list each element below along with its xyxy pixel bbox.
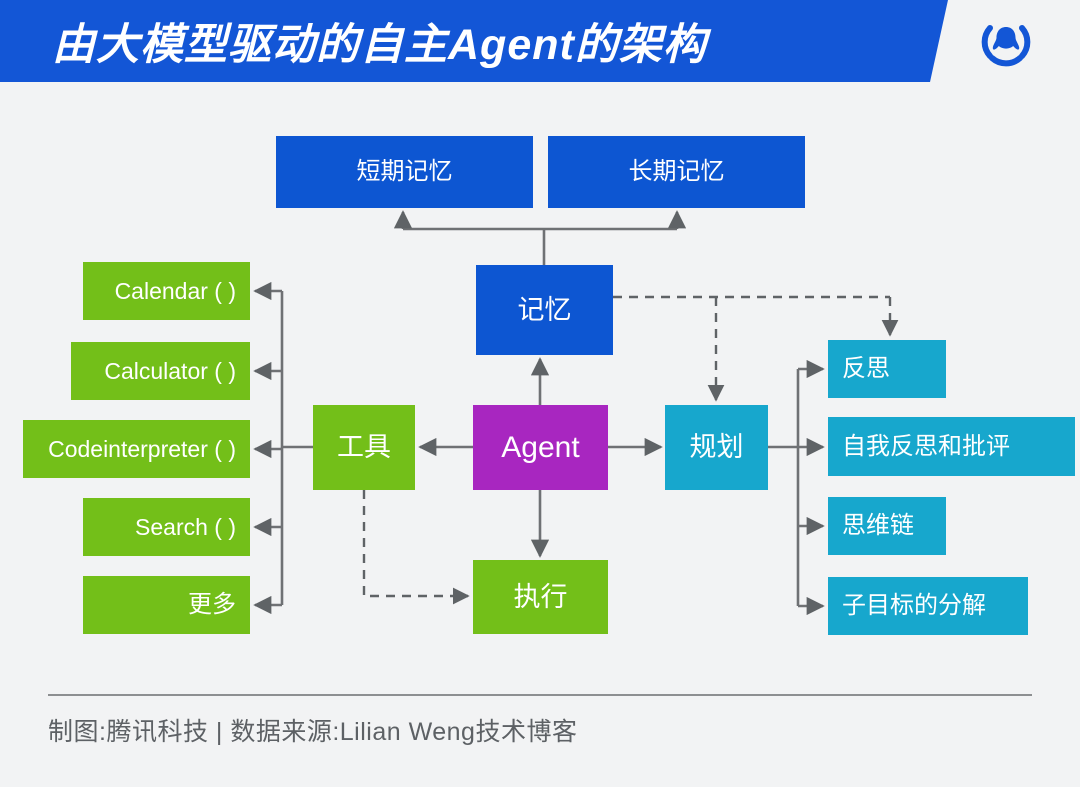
node-long-term-memory[interactable]: 长期记忆 [548, 136, 805, 208]
node-action[interactable]: 执行 [473, 560, 608, 634]
node-short-term-memory[interactable]: 短期记忆 [276, 136, 533, 208]
node-label: 长期记忆 [628, 158, 725, 185]
node-chain-of-thought[interactable]: 思维链 [828, 497, 946, 555]
node-label: Agent [501, 430, 580, 464]
node-label: 规划 [689, 432, 744, 462]
tencent-qq-logo-icon [978, 14, 1034, 70]
node-subgoal-decomposition[interactable]: 子目标的分解 [828, 577, 1028, 635]
node-planning[interactable]: 规划 [665, 405, 768, 490]
node-self-reflection-critique[interactable]: 自我反思和批评 [828, 417, 1075, 476]
node-tool-search[interactable]: Search ( ) [83, 498, 250, 556]
header-bar [0, 0, 948, 82]
node-tool-calendar[interactable]: Calendar ( ) [83, 262, 250, 320]
node-label: 反思 [842, 355, 890, 382]
node-tool-more[interactable]: 更多 [83, 576, 250, 634]
footer-credit: 制图:腾讯科技 | 数据来源:Lilian Weng技术博客 [48, 718, 578, 746]
footer-divider [48, 694, 1032, 696]
node-memory[interactable]: 记忆 [476, 265, 613, 355]
node-tools[interactable]: 工具 [313, 405, 415, 490]
node-label: Codeinterpreter ( ) [48, 435, 236, 462]
node-label: Calculator ( ) [104, 357, 236, 384]
node-tool-calculator[interactable]: Calculator ( ) [71, 342, 250, 400]
node-reflection[interactable]: 反思 [828, 340, 946, 398]
node-label: 思维链 [842, 512, 914, 539]
node-label: 记忆 [517, 294, 572, 325]
node-label: Search ( ) [135, 513, 236, 540]
node-label: 子目标的分解 [842, 592, 986, 619]
page-title: 由大模型驱动的自主Agent的架构 [52, 21, 707, 69]
node-label: 自我反思和批评 [842, 432, 1010, 460]
node-label: 短期记忆 [356, 158, 453, 185]
node-agent[interactable]: Agent [473, 405, 608, 490]
node-label: 工具 [337, 432, 391, 462]
node-tool-codeinterpreter[interactable]: Codeinterpreter ( ) [23, 420, 250, 478]
node-label: 执行 [513, 581, 568, 612]
node-label: 更多 [188, 591, 236, 618]
node-label: Calendar ( ) [114, 277, 236, 304]
